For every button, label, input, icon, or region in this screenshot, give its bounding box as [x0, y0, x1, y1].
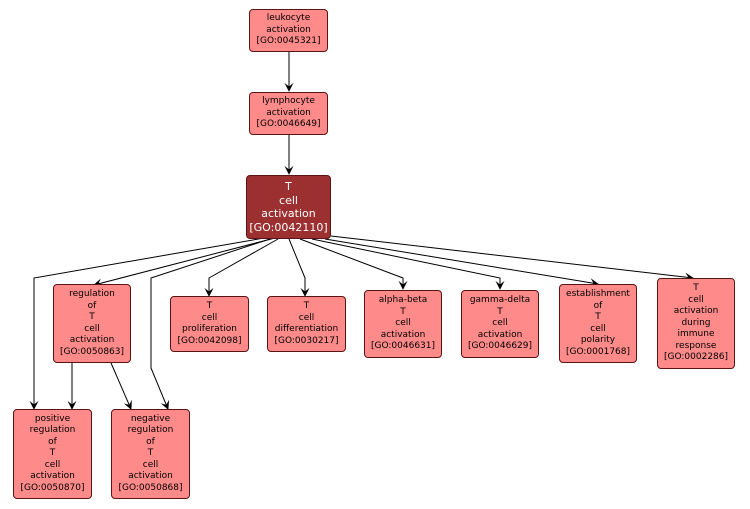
node-t-cell-differentiation[interactable]: T cell differentiation [GO:0030217]: [267, 296, 346, 352]
node-regulation-of-t-cell-activation[interactable]: regulation of T cell activation [GO:0050…: [53, 284, 131, 363]
go-id: [GO:0050868]: [118, 482, 183, 493]
node-t-cell-activation[interactable]: T cell activation [GO:0042110]: [246, 175, 331, 239]
node-label: cell: [44, 459, 61, 470]
node-label: proliferation: [182, 324, 237, 334]
node-label: positive: [34, 413, 71, 424]
node-negative-regulation-of-t-cell-activation[interactable]: negative regulation of T cell activation…: [111, 409, 190, 499]
node-label: cell: [298, 312, 315, 323]
node-label: regulation: [69, 289, 115, 299]
node-label: of: [87, 300, 97, 311]
node-label: cell: [201, 312, 218, 323]
node-label: T: [693, 283, 699, 294]
node-label: T: [206, 301, 213, 311]
node-leukocyte-activation[interactable]: leukocyte activation [GO:0045321]: [249, 9, 328, 52]
node-t-cell-proliferation[interactable]: T cell proliferation [GO:0042098]: [170, 296, 249, 352]
node-label: leukocyte: [266, 13, 311, 24]
node-label: cell: [395, 318, 411, 329]
node-label: cell: [590, 323, 606, 334]
node-label: T: [400, 306, 406, 317]
node-label: cell: [142, 459, 159, 470]
edge-t-cell-activation-to-proliferation: [204, 238, 279, 297]
node-gamma-delta-t-cell-activation[interactable]: gamma-delta T cell activation [GO:004662…: [461, 290, 539, 358]
edge-t-cell-activation-to-gamma-delta: [311, 238, 505, 290]
node-label: negative: [130, 413, 171, 424]
node-label: T: [303, 301, 310, 311]
node-label: cell: [279, 193, 298, 207]
go-id: [GO:0046649]: [256, 119, 321, 130]
node-label: response: [675, 340, 717, 351]
go-id: [GO:0050863]: [59, 346, 125, 357]
go-id: [GO:0030217]: [274, 335, 339, 346]
node-label: of: [48, 436, 57, 447]
node-label: cell: [688, 294, 704, 305]
edge-t-cell-activation-to-positive-regulation: [29, 236, 271, 410]
node-label: regulation: [29, 425, 76, 436]
node-label: during: [681, 317, 711, 328]
node-label: gamma-delta: [469, 295, 531, 306]
node-label: T: [147, 448, 154, 459]
node-label: activation: [266, 107, 311, 118]
go-id: [GO:0001768]: [565, 346, 631, 357]
node-label: alpha-beta: [378, 295, 428, 306]
node-label: differentiation: [274, 324, 339, 334]
node-alpha-beta-t-cell-activation[interactable]: alpha-beta T cell activation [GO:0046631…: [364, 290, 442, 358]
edge-regulation-to-negative-regulation: [110, 362, 132, 410]
edge-t-cell-activation-to-alpha-beta: [299, 238, 408, 290]
node-establishment-of-t-cell-polarity[interactable]: establishment of T cell polarity [GO:000…: [559, 284, 637, 363]
node-label: activation: [673, 306, 719, 317]
edge-t-cell-activation-to-regulation: [93, 237, 276, 288]
go-id: [GO:0046629]: [467, 341, 533, 352]
node-label: of: [146, 436, 155, 447]
node-t-cell-activation-during-immune-response[interactable]: T cell activation during immune response…: [657, 278, 735, 369]
node-label: activation: [261, 207, 316, 220]
go-id: [GO:0050870]: [20, 482, 85, 493]
node-label: immune: [677, 329, 715, 340]
node-label: T: [497, 306, 503, 317]
node-label: activation: [266, 24, 311, 35]
node-label: T: [49, 448, 56, 459]
node-label: establishment: [566, 289, 630, 299]
node-lymphocyte-activation[interactable]: lymphocyte activation [GO:0046649]: [249, 92, 328, 135]
edge-t-cell-activation-to-immune-response: [330, 235, 694, 282]
node-positive-regulation-of-t-cell-activation[interactable]: positive regulation of T cell activation…: [13, 409, 92, 499]
node-label: T: [285, 180, 292, 193]
node-label: T: [89, 312, 95, 322]
edge-t-cell-activation-to-differentiation: [288, 238, 310, 297]
node-label: cell: [492, 318, 508, 329]
go-id: [GO:0045321]: [256, 36, 321, 47]
node-label: activation: [69, 335, 115, 345]
node-label: cell: [84, 323, 100, 334]
node-label: activation: [128, 471, 173, 482]
node-label: activation: [477, 329, 523, 340]
go-id: [GO:0042110]: [249, 220, 328, 234]
node-label: of: [593, 300, 603, 311]
go-id: [GO:0042098]: [177, 335, 242, 346]
edge-t-cell-activation-to-polarity: [324, 238, 599, 288]
node-label: T: [595, 312, 601, 322]
go-id: [GO:0046631]: [370, 341, 436, 352]
node-label: activation: [30, 471, 75, 482]
node-label: lymphocyte: [262, 96, 315, 107]
edge-t-cell-activation-to-negative-regulation: [150, 237, 274, 410]
go-id: [GO:0002286]: [663, 352, 729, 363]
node-label: regulation: [127, 425, 174, 436]
node-label: polarity: [580, 335, 616, 345]
node-label: activation: [380, 329, 426, 340]
